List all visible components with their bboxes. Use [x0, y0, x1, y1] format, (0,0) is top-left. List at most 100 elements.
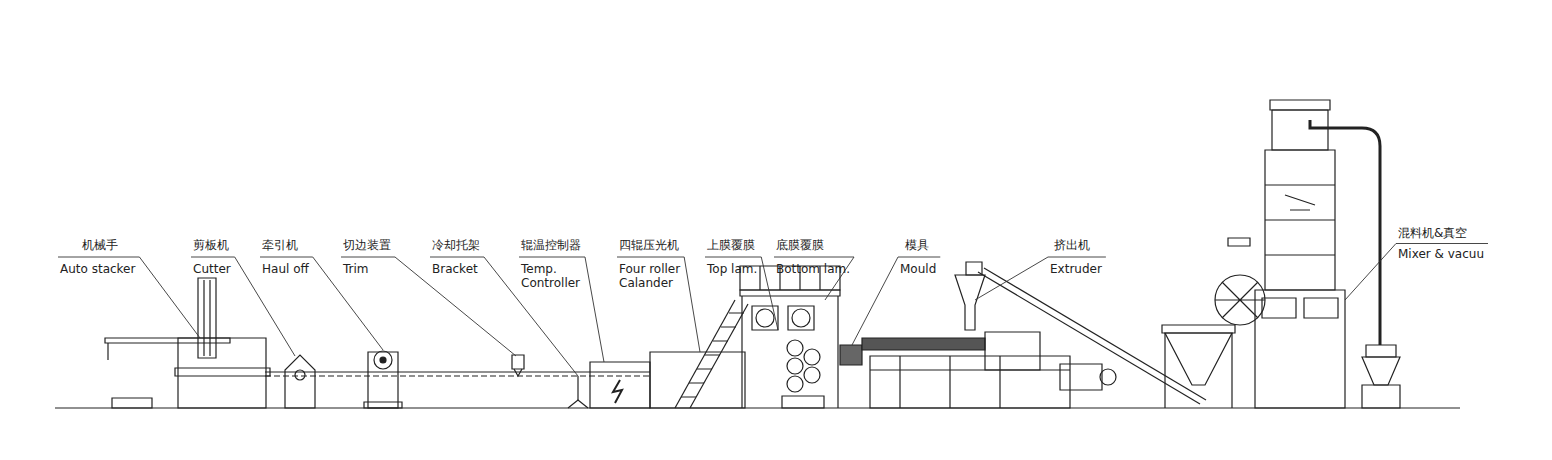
lamination-frame [740, 266, 840, 408]
part-name-cn: 切边装置 [343, 238, 391, 252]
leader-line [684, 257, 700, 352]
part-name-en: Top lam. [707, 262, 757, 276]
vacuum-head [1366, 345, 1396, 357]
part-name-en: Mixer & vacuu [1398, 247, 1484, 261]
extruder [862, 262, 1206, 408]
extruder-hopper [955, 275, 985, 330]
trim-blade [514, 369, 522, 376]
stacker-rail [209, 280, 210, 356]
label-underline [898, 257, 940, 258]
film-unit [752, 306, 778, 330]
motor-fan [1100, 369, 1116, 385]
part-name-en: Bottom lam. [776, 262, 850, 276]
part-name-cn: 挤出机 [1054, 238, 1090, 252]
stacker-frame [178, 338, 266, 408]
label-underline [341, 257, 395, 258]
leader-line [139, 257, 200, 338]
vacuum-stand [1362, 385, 1400, 408]
mixer-body [1265, 150, 1335, 290]
label-underline [617, 257, 684, 258]
feed-bin [1162, 325, 1235, 408]
mixer [1215, 100, 1345, 408]
label-underline [58, 257, 139, 258]
haul-off-roller [374, 351, 392, 369]
mixer-handle [1228, 238, 1250, 246]
auto-stacker [105, 278, 270, 408]
part-name-en: Temp. Controller [521, 262, 583, 290]
calander-base [650, 352, 745, 408]
part-name-cn: 混料机&真空 [1398, 226, 1467, 240]
bracket-legs [568, 400, 588, 408]
part-name-en: Auto stacker [60, 262, 135, 276]
controller-cabinet [590, 362, 650, 408]
stacker-table [175, 368, 270, 376]
mixer-bands [1265, 185, 1335, 255]
leader-line [395, 257, 516, 356]
barrel [862, 338, 985, 350]
trim-device [512, 355, 524, 376]
wheel-spokes [1215, 282, 1265, 318]
part-name-cn: 冷却托架 [432, 238, 480, 252]
frame-leg [837, 296, 838, 408]
mixer-base [1255, 290, 1345, 408]
stacker-post [107, 343, 108, 360]
stacker-arm [105, 338, 230, 343]
sheet-line [265, 375, 650, 376]
part-name-en: Extruder [1050, 262, 1102, 276]
stacker-rail [203, 280, 204, 356]
part-name-cn: 模具 [905, 238, 929, 252]
part-name-cn: 上膜覆膜 [707, 238, 755, 252]
vacuum-pipe [1310, 120, 1380, 345]
temp-controller [590, 362, 650, 408]
part-name-cn: 机械手 [82, 238, 118, 252]
part-name-cn: 四辊压光机 [619, 238, 679, 252]
cutter-body [285, 355, 315, 408]
motor [1060, 364, 1102, 390]
calander-roll [804, 349, 820, 365]
label-underline [1048, 257, 1106, 258]
platform [740, 290, 840, 296]
label-underline [774, 257, 854, 258]
gearbox [985, 332, 1040, 370]
part-name-cn: 辊温控制器 [521, 238, 581, 252]
stairs-rail [690, 304, 748, 408]
label-underline [260, 257, 313, 258]
mixer-top [1272, 110, 1328, 150]
leader-line [761, 257, 778, 330]
haul-off-axle [380, 357, 386, 363]
label-underline [1396, 243, 1488, 244]
part-name-en: Four roller Calander [619, 262, 691, 290]
haul-off-body [368, 352, 398, 408]
label-underline [705, 257, 761, 258]
vacuum-unit [1310, 120, 1400, 408]
label-underline [191, 257, 235, 258]
leader-line [313, 257, 383, 350]
control-panel [1262, 298, 1296, 318]
lightning-symbol [613, 380, 622, 403]
leader-line [975, 257, 1048, 300]
vacuum-funnel [1362, 357, 1400, 385]
part-name-en: Mould [900, 262, 936, 276]
leader-line [585, 257, 604, 362]
stair-steps [681, 313, 744, 397]
calander-roll [804, 367, 820, 383]
mixer-wheel [1215, 275, 1265, 325]
part-name-cn: 剪板机 [193, 238, 229, 252]
bracket-post [577, 376, 578, 400]
part-name-en: Trim [343, 262, 369, 276]
bin-funnel [1165, 333, 1232, 385]
label-underline [430, 257, 484, 258]
part-name-cn: 牵引机 [262, 238, 298, 252]
calander-roll [787, 358, 803, 374]
sheet-line [265, 371, 650, 372]
part-name-en: Bracket [432, 262, 478, 276]
roll-base [782, 396, 824, 408]
frame-leg [741, 296, 742, 408]
calander-roll [787, 340, 803, 356]
part-name-en: Cutter [193, 262, 231, 276]
leader-line [1345, 244, 1396, 301]
stacker-pallet [112, 398, 152, 408]
